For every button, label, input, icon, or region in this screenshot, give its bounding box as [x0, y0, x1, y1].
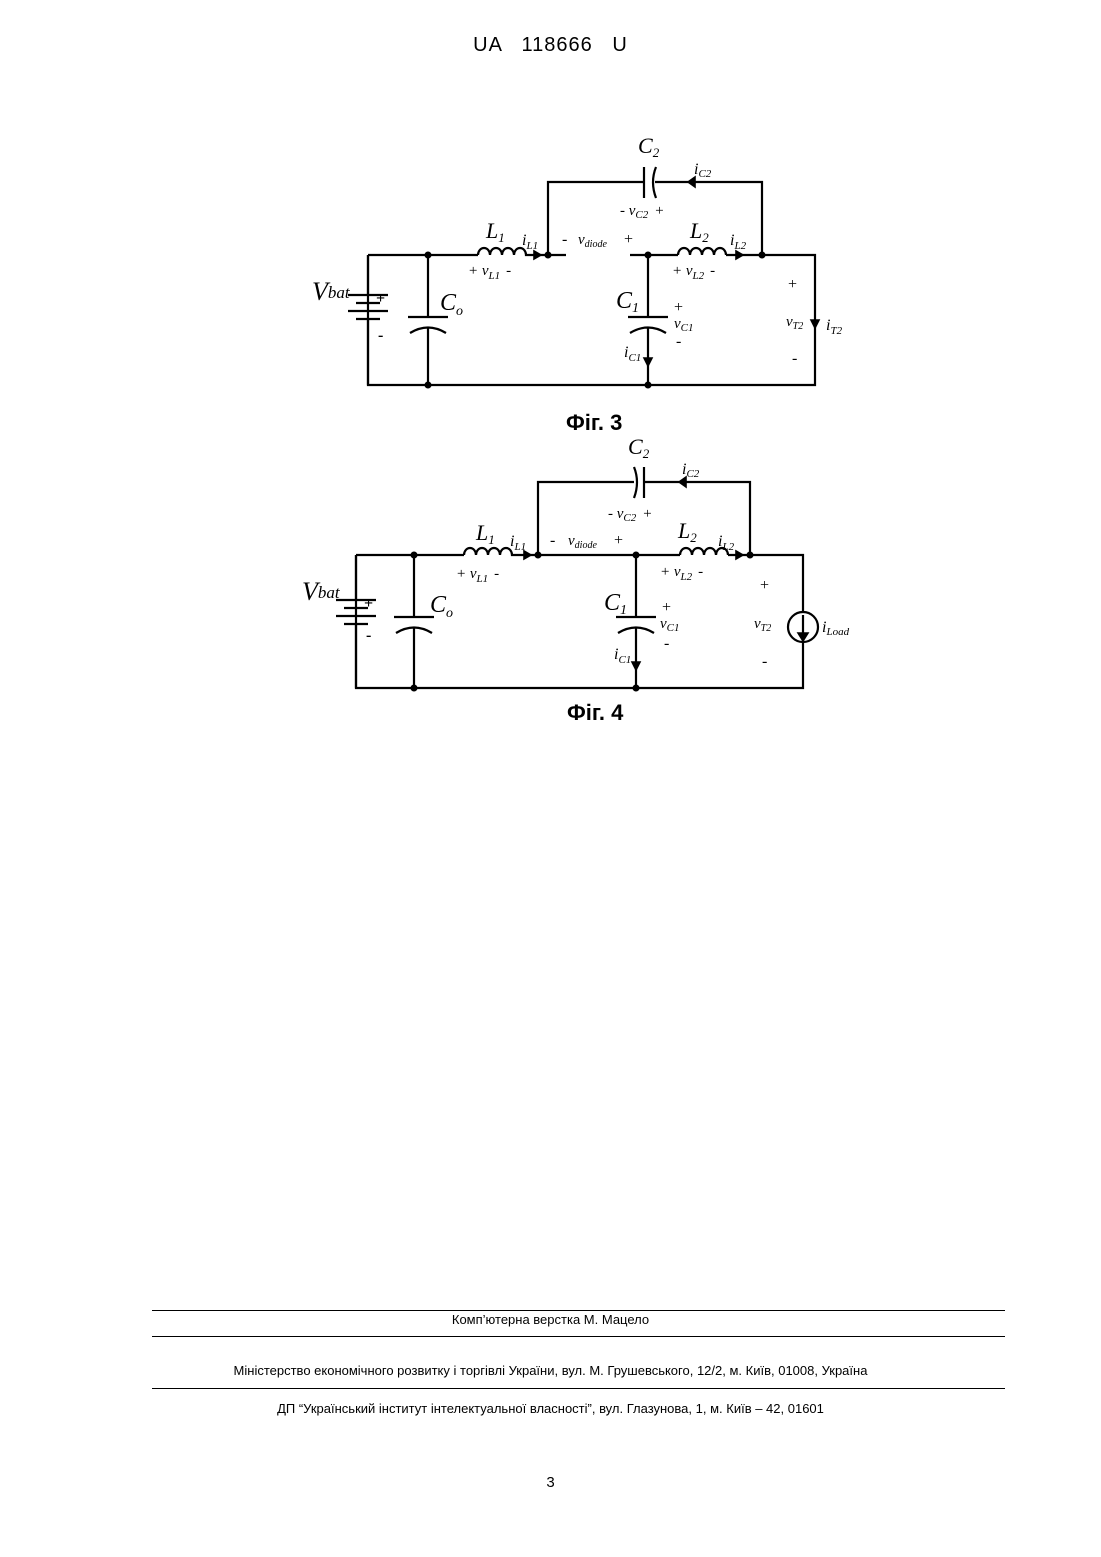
node	[425, 382, 432, 389]
vt2-plus: +	[788, 276, 797, 293]
label-vdiode: vdiode	[578, 232, 607, 250]
page-number: 3	[0, 1474, 1101, 1491]
inductor-l1	[478, 248, 530, 255]
wire-c2-right	[644, 482, 750, 555]
current-source-arrow-head	[798, 633, 808, 641]
label-il2: iL2	[730, 232, 747, 252]
footer-rule-bottom	[152, 1388, 1005, 1389]
c2-plate-left	[634, 467, 637, 498]
vdiode-plus: +	[614, 532, 623, 549]
label-c1: C1	[604, 590, 627, 618]
label-vdiode: vdiode	[568, 533, 597, 551]
label-l2: L2	[677, 518, 697, 545]
battery-plus: +	[364, 595, 373, 612]
label-c2: C2	[628, 434, 650, 461]
label-vc1: vC1	[660, 616, 680, 634]
node	[747, 552, 754, 559]
wire-loop	[356, 555, 803, 688]
il1-arrow	[534, 251, 541, 259]
battery-minus: -	[366, 627, 371, 644]
vc1-plus: +	[674, 299, 683, 316]
label-vl2: + vL2-	[672, 263, 715, 282]
ic2-arrow	[679, 477, 686, 487]
battery-minus: -	[378, 327, 383, 344]
capacitor-co	[408, 255, 448, 385]
label-c1: C1	[616, 288, 639, 316]
label-vt2: vT2	[786, 314, 803, 332]
label-il2: iL2	[718, 533, 735, 553]
figure-4-circuit-diagram: Vbat + - Co L1 iL1 + vL1- - vdiode + C2 …	[0, 430, 1101, 740]
il2-arrow	[736, 551, 743, 559]
node	[411, 552, 418, 559]
node	[535, 552, 542, 559]
patent-number-header: UA 118666 U	[0, 34, 1101, 57]
footer-ministry: Міністерство економічного розвитку і тор…	[0, 1363, 1101, 1378]
vt2-minus: -	[762, 653, 767, 670]
label-vt2: vT2	[754, 616, 771, 634]
label-it2: iT2	[826, 317, 843, 337]
label-co: Co	[440, 290, 463, 319]
label-l1: L1	[475, 520, 495, 547]
label-il1: iL1	[510, 533, 526, 553]
figure-3-circuit-diagram: Vbat + - Co L1 iL1 + vL1- - vdiode + C2 …	[0, 120, 1101, 440]
node	[645, 252, 652, 259]
vt2-minus: -	[792, 350, 797, 367]
label-iload: iLoad	[822, 619, 850, 638]
node	[411, 685, 418, 692]
node	[425, 252, 432, 259]
label-vc2: - vC2+	[620, 203, 664, 221]
inductor-l2	[678, 248, 726, 255]
vdiode-plus: +	[624, 231, 633, 248]
battery-plus: +	[376, 290, 385, 307]
inductor-l1	[464, 548, 516, 555]
label-ic2: iC2	[682, 461, 700, 480]
label-l2: L2	[689, 218, 709, 245]
vc1-plus: +	[662, 599, 671, 616]
figure-4-caption: Фіг. 4	[567, 700, 624, 725]
it2-arrow	[811, 320, 819, 328]
wire-loop	[368, 255, 815, 385]
vdiode-minus: -	[562, 231, 567, 248]
node	[645, 382, 652, 389]
footer-layout-credit: Комп’ютерна верстка М. Мацело	[0, 1312, 1101, 1327]
label-ic1: iC1	[624, 344, 641, 364]
node	[759, 252, 766, 259]
ic1-arrow	[644, 358, 652, 366]
footer-rule-middle	[152, 1336, 1005, 1337]
label-vl2: + vL2-	[660, 564, 703, 583]
label-c2: C2	[638, 133, 660, 160]
label-vl1: + vL1-	[456, 566, 499, 585]
ic1-arrow	[632, 662, 640, 670]
label-vc1: vC1	[674, 316, 694, 334]
footer-rule-top	[152, 1310, 1005, 1311]
vc1-minus: -	[676, 333, 681, 350]
vdiode-minus: -	[550, 532, 555, 549]
vt2-plus: +	[760, 577, 769, 594]
label-vl1: + vL1-	[468, 263, 511, 282]
footer-institute: ДП “Український інститут інтелектуальної…	[0, 1401, 1101, 1416]
label-vbat: Vbat	[302, 577, 341, 606]
label-co: Co	[430, 592, 453, 621]
label-ic1: iC1	[614, 646, 631, 666]
label-ic2: iC2	[694, 161, 712, 180]
il2-arrow	[736, 251, 743, 259]
label-vc2: - vC2+	[608, 506, 652, 524]
ic2-arrow	[688, 177, 695, 187]
capacitor-co	[394, 555, 434, 688]
node	[633, 685, 640, 692]
vc1-minus: -	[664, 635, 669, 652]
node	[545, 252, 552, 259]
label-vbat: Vbat	[312, 277, 351, 306]
node	[633, 552, 640, 559]
label-l1: L1	[485, 218, 505, 245]
